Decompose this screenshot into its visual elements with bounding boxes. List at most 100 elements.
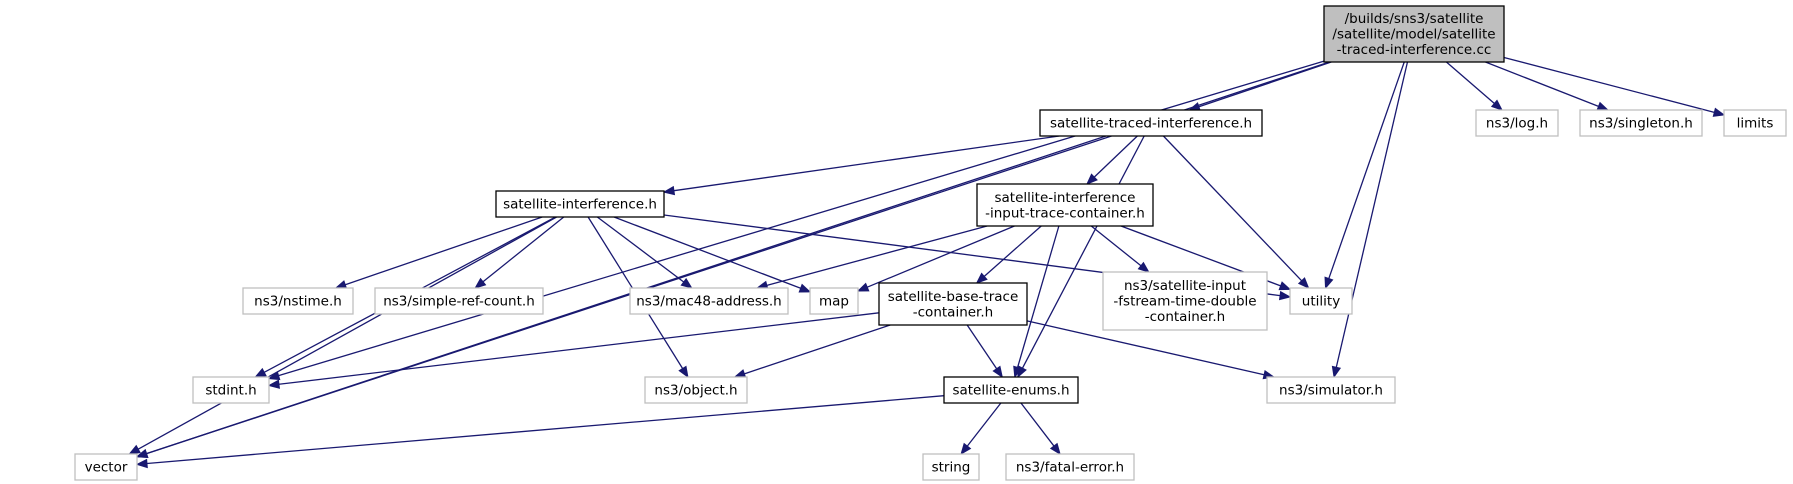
edge-line [1198, 61, 1332, 108]
node-box [878, 282, 1028, 326]
node-object: ns3/object.h [644, 376, 748, 404]
edge-btc-to-enums [966, 324, 1003, 379]
edge-line [482, 216, 565, 283]
node-root[interactable]: /builds/sns3/satellite/satellite/model/s… [1323, 5, 1505, 63]
arrowhead [975, 272, 988, 284]
edge-line [278, 312, 880, 385]
edge-line [744, 324, 891, 375]
arrowhead [1324, 276, 1334, 290]
edge-root-to-limits [1503, 56, 1726, 117]
node-label-line: -fstream-time-double [1113, 294, 1256, 310]
node-label-line: ns3/simulator.h [1279, 383, 1383, 399]
edge-line [137, 216, 557, 450]
node-label-line: satellite-interference [995, 190, 1136, 206]
edge-line [345, 216, 543, 286]
node-vector: vector [74, 453, 138, 481]
edge-interf-to-map [613, 216, 812, 293]
node-simulator: ns3/simulator.h [1266, 376, 1396, 404]
edge-root-to-log [1445, 61, 1503, 111]
edge-traced-to-enums [1017, 135, 1145, 379]
node-btc[interactable]: satellite-base-trace-container.h [878, 282, 1028, 326]
node-label-line: ns3/log.h [1486, 116, 1548, 132]
arrowhead [1712, 107, 1726, 117]
node-label-line: /builds/sns3/satellite [1345, 11, 1484, 27]
arrowhead [680, 277, 693, 289]
edge-line [766, 225, 988, 287]
edge-line [1026, 320, 1265, 376]
edge-line [146, 135, 1112, 455]
node-box [922, 453, 980, 481]
node-traced[interactable]: satellite-traced-interference.h [1039, 109, 1263, 137]
edge-line [1020, 402, 1055, 447]
node-label-line: utility [1302, 294, 1340, 310]
arrowhead [474, 277, 487, 289]
node-itc[interactable]: satellite-interference-input-trace-conta… [976, 183, 1154, 227]
node-label-line: string [932, 460, 971, 476]
node-box [1102, 271, 1268, 331]
arrowhead [128, 444, 141, 455]
node-box [943, 376, 1079, 404]
node-box [629, 287, 789, 315]
edge-interf-to-mac48 [596, 216, 693, 289]
node-label-line: -container.h [913, 304, 993, 320]
edge-line [966, 324, 998, 370]
node-box [495, 190, 665, 218]
node-label-line: ns3/object.h [654, 383, 737, 399]
node-box [809, 287, 859, 315]
arrowhead [1049, 442, 1061, 456]
arrowhead [798, 283, 812, 293]
edge-line [1445, 61, 1495, 104]
arrowhead [1086, 173, 1098, 185]
node-nstime: ns3/nstime.h [242, 287, 354, 315]
node-limits: limits [1723, 109, 1787, 137]
arrowhead [254, 367, 267, 378]
node-box [374, 287, 544, 315]
node-box [1475, 109, 1559, 137]
arrowhead [135, 449, 149, 459]
edge-itc-to-enums [1013, 225, 1060, 379]
arrowhead [1013, 365, 1023, 379]
edge-root-to-stdint [267, 60, 1325, 381]
node-label-line: -input-trace-container.h [985, 205, 1145, 221]
arrowhead [267, 371, 281, 381]
edge-root-to-simulator [1331, 61, 1409, 379]
node-box [242, 287, 354, 315]
node-box [74, 453, 138, 481]
node-mac48: ns3/mac48-address.h [629, 287, 789, 315]
node-enums[interactable]: satellite-enums.h [943, 376, 1079, 404]
edge-line [1021, 135, 1145, 369]
edge-traced-to-vector [135, 135, 1112, 459]
node-label-line: map [819, 294, 849, 310]
node-label-line: ns3/nstime.h [254, 294, 342, 310]
node-interf[interactable]: satellite-interference.h [495, 190, 665, 218]
edge-line [613, 216, 801, 289]
edge-line [866, 225, 1015, 288]
node-stdint: stdint.h [192, 376, 270, 404]
edge-line [596, 216, 685, 283]
node-srefc: ns3/simple-ref-count.h [374, 287, 544, 315]
node-log: ns3/log.h [1475, 109, 1559, 137]
arrowhead [1490, 99, 1503, 111]
node-label-line: ns3/mac48-address.h [636, 294, 782, 310]
arrowhead [1137, 261, 1150, 273]
node-label-line: satellite-traced-interference.h [1050, 116, 1252, 132]
edge-line [1328, 61, 1405, 279]
edge-line [983, 225, 1042, 277]
edge-interf-to-srefc [474, 216, 565, 289]
edge-line [1335, 61, 1409, 368]
edge-itc-to-btc [975, 225, 1042, 284]
node-label-line: vector [85, 460, 128, 476]
node-label-line: ns3/satellite-input [1124, 278, 1246, 294]
arrowhead [1297, 277, 1310, 289]
node-box [1579, 109, 1703, 137]
node-label-line: stdint.h [205, 383, 256, 399]
node-box [192, 376, 270, 404]
edge-line [1162, 135, 1303, 282]
arrowhead [267, 379, 280, 389]
node-label-line: satellite-base-trace [888, 289, 1019, 305]
edge-root-to-traced [1188, 61, 1332, 112]
node-label-line: satellite-interference.h [503, 197, 657, 213]
edge-line [146, 395, 945, 465]
arrowhead [1278, 281, 1292, 291]
node-box [1266, 376, 1396, 404]
